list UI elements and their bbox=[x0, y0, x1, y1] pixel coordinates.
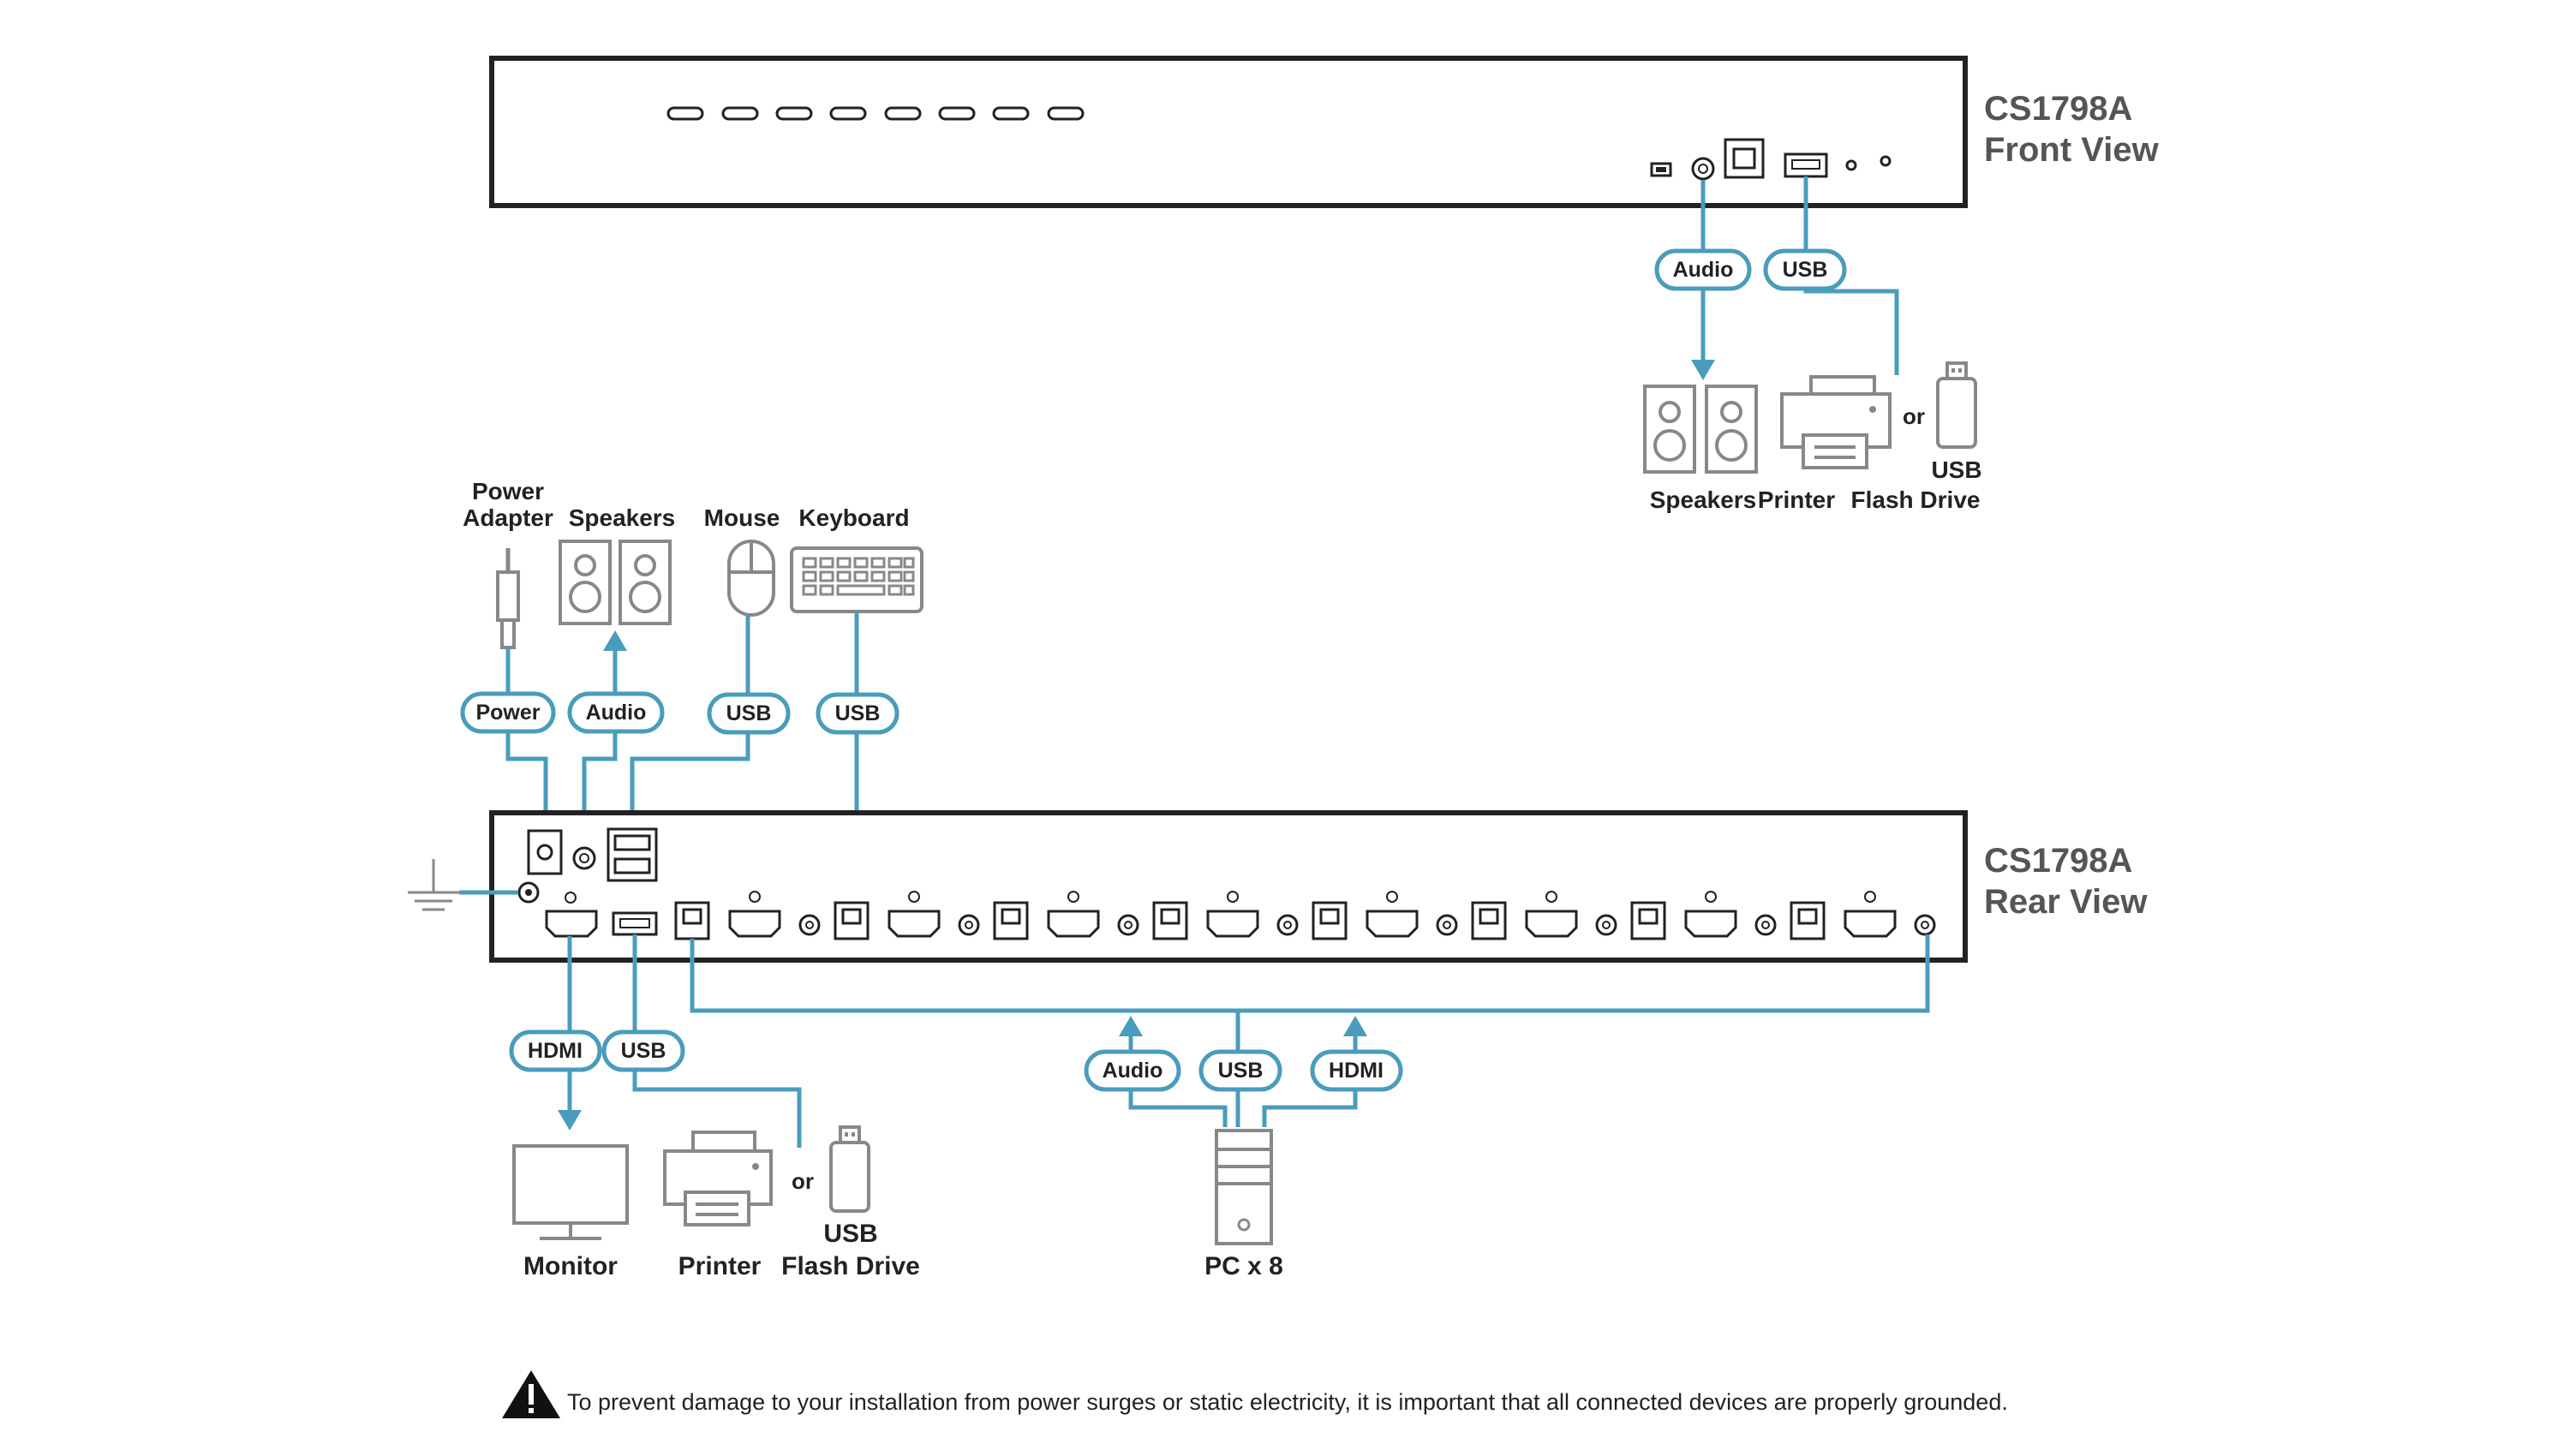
front-or-label: or bbox=[1903, 403, 1925, 429]
svg-text:Audio: Audio bbox=[586, 701, 647, 725]
front-usb-cable bbox=[1803, 176, 1899, 375]
usb-mouse-pill: USB bbox=[707, 692, 791, 735]
svg-text:USB: USB bbox=[621, 1039, 666, 1063]
front-flash-label-1: USB bbox=[1931, 456, 1981, 483]
kvm-port-group-2 bbox=[834, 891, 980, 940]
or-label: or bbox=[792, 1168, 814, 1194]
kvm-port-group-3 bbox=[993, 891, 1139, 940]
front-view-label: Front View bbox=[1984, 131, 2160, 169]
power-jack-port bbox=[527, 829, 563, 875]
keyboard-label: Keyboard bbox=[798, 504, 909, 531]
usb-keyboard-pill: USB bbox=[816, 692, 900, 735]
front-led-dot bbox=[1880, 155, 1892, 167]
kvm-bus-cable bbox=[690, 934, 1930, 1013]
console-usb-port bbox=[612, 911, 658, 936]
front-switch-icon bbox=[1650, 162, 1672, 177]
front-audio-pill: Audio bbox=[1654, 248, 1752, 291]
hdmi-arrow bbox=[558, 1110, 582, 1131]
pc-tower-icon bbox=[1215, 1129, 1273, 1245]
console-hdmi-port bbox=[545, 892, 598, 938]
pc-hdmi-arrow bbox=[1343, 1016, 1367, 1036]
front-speakers-label: Speakers bbox=[1650, 486, 1757, 513]
power-pill: Power bbox=[460, 691, 556, 734]
front-usb-port bbox=[1784, 152, 1828, 178]
flash-drive-icon bbox=[829, 1125, 870, 1213]
usb-mouse-cable bbox=[630, 615, 750, 829]
front-flash-label-2: Flash Drive bbox=[1851, 486, 1981, 513]
kvm-port-group-4 bbox=[1152, 891, 1299, 940]
kvm-port-group-1 bbox=[674, 891, 821, 940]
kvm-port-group-8 bbox=[1790, 891, 1936, 940]
kvm-port-group-7 bbox=[1630, 891, 1777, 940]
keyboard-icon bbox=[790, 546, 923, 613]
power-adapter-label-2: Adapter bbox=[463, 504, 553, 531]
front-audio-port bbox=[1691, 157, 1715, 181]
svg-text:Audio: Audio bbox=[1103, 1059, 1163, 1083]
usb-pill: USB bbox=[601, 1029, 685, 1072]
front-printer-label: Printer bbox=[1758, 486, 1835, 513]
ground-icon bbox=[408, 859, 459, 911]
ground-screw bbox=[517, 881, 540, 904]
pc-audio-pill: Audio bbox=[1084, 1049, 1181, 1092]
warning-icon bbox=[502, 1370, 560, 1418]
mouse-icon bbox=[727, 540, 775, 617]
speakers-icon bbox=[559, 540, 672, 625]
front-chassis bbox=[489, 56, 1968, 208]
hdmi-pill: HDMI bbox=[509, 1029, 602, 1072]
flash-label-1: USB bbox=[823, 1220, 877, 1248]
svg-text:Power: Power bbox=[475, 701, 540, 725]
warning-text: To prevent damage to your installation f… bbox=[567, 1389, 2008, 1415]
front-audio-arrow bbox=[1691, 360, 1715, 380]
pc-usb-pill: USB bbox=[1198, 1049, 1282, 1092]
console-usb-ports bbox=[607, 827, 658, 882]
svg-text:USB: USB bbox=[1783, 258, 1828, 282]
pc-hdmi-pill: HDMI bbox=[1310, 1049, 1403, 1092]
speakers-icon bbox=[1643, 385, 1758, 474]
audio-arrow bbox=[603, 630, 627, 651]
printer-icon bbox=[1780, 375, 1892, 469]
kvm-port-group-5 bbox=[1312, 891, 1458, 940]
kvm-port-group-6 bbox=[1471, 891, 1617, 940]
front-model-label: CS1798A bbox=[1984, 90, 2132, 128]
svg-text:HDMI: HDMI bbox=[1329, 1059, 1384, 1083]
svg-text:USB: USB bbox=[726, 701, 772, 725]
monitor-icon bbox=[512, 1144, 629, 1240]
power-adapter-icon bbox=[496, 548, 520, 649]
front-led-dot bbox=[1845, 159, 1857, 171]
monitor-label: Monitor bbox=[523, 1252, 618, 1280]
svg-text:HDMI: HDMI bbox=[528, 1039, 583, 1063]
svg-text:USB: USB bbox=[1218, 1059, 1264, 1083]
printer-label: Printer bbox=[678, 1252, 762, 1280]
front-panel bbox=[489, 56, 1968, 208]
usb-printer-cable bbox=[632, 934, 802, 1148]
front-led-row bbox=[666, 106, 1085, 121]
front-usb-pill: USB bbox=[1763, 248, 1847, 291]
rear-view-label: Rear View bbox=[1984, 883, 2148, 921]
svg-text:USB: USB bbox=[835, 701, 881, 725]
printer-icon bbox=[663, 1131, 773, 1226]
svg-text:Audio: Audio bbox=[1673, 258, 1734, 282]
speakers-label: Speakers bbox=[569, 504, 676, 531]
pc-audio-arrow bbox=[1119, 1016, 1143, 1036]
audio-pill: Audio bbox=[567, 691, 665, 734]
rear-model-label: CS1798A bbox=[1984, 842, 2132, 880]
front-rj45-port bbox=[1724, 138, 1765, 179]
rear-chassis bbox=[489, 810, 1968, 963]
flash-label-2: Flash Drive bbox=[781, 1252, 920, 1280]
pc-label: PC x 8 bbox=[1204, 1252, 1283, 1280]
mouse-label: Mouse bbox=[704, 504, 780, 531]
power-adapter-label-1: Power bbox=[472, 478, 544, 504]
flash-drive-icon bbox=[1936, 361, 1977, 449]
console-audio-port bbox=[572, 846, 596, 870]
